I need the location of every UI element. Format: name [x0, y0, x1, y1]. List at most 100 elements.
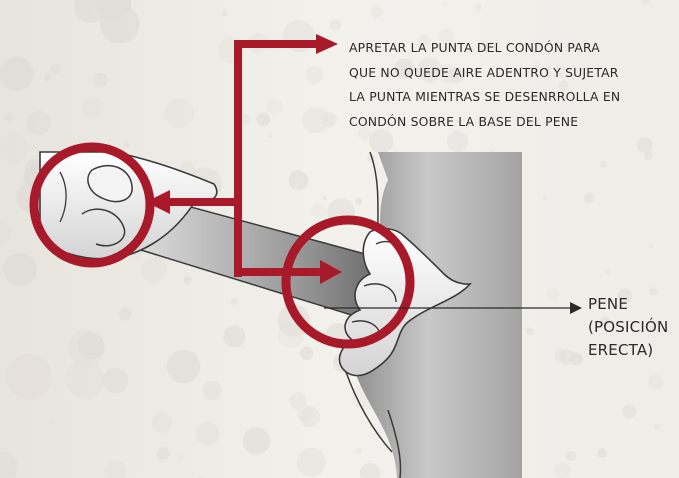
bubble — [197, 475, 203, 478]
bubble — [302, 107, 329, 134]
bubble — [0, 133, 29, 164]
bubble — [438, 29, 454, 45]
bubble — [546, 287, 560, 301]
bubble — [554, 348, 568, 362]
bubble — [0, 452, 18, 478]
bubble — [195, 421, 220, 446]
bubble — [299, 406, 321, 428]
bubble — [559, 349, 575, 365]
bubble — [277, 321, 305, 349]
instruction-line: LA PUNTA MIENTRAS SE DESENRROLLA EN — [349, 89, 621, 104]
bubble — [299, 346, 314, 361]
bubble — [77, 332, 105, 360]
highlight-circle-base — [281, 215, 415, 349]
bubble — [268, 133, 272, 138]
bubble — [322, 196, 327, 201]
pene-label-line: PENE — [588, 295, 629, 313]
bubble — [297, 404, 314, 422]
bubble — [648, 287, 658, 296]
bubble — [475, 3, 482, 11]
bubble — [95, 0, 132, 20]
bubble — [44, 73, 52, 82]
bubble — [558, 80, 569, 91]
bubble — [569, 352, 583, 366]
bubble — [50, 63, 61, 74]
hand-left — [39, 151, 218, 260]
bubble — [26, 110, 51, 135]
bubble — [100, 4, 140, 44]
bubble — [648, 374, 664, 390]
bubble — [151, 412, 173, 433]
bubble — [369, 129, 394, 154]
bubble — [448, 67, 465, 84]
bubble — [267, 98, 283, 115]
bubble — [288, 170, 309, 191]
bubble — [65, 359, 105, 399]
highlight-circle-tip — [29, 142, 155, 268]
bubble — [321, 112, 337, 128]
bubble — [525, 327, 534, 336]
instruction-line: CONDÓN SOBRE LA BASE DEL PENE — [349, 113, 579, 129]
bubble — [166, 349, 201, 384]
instruction-line: QUE NO QUEDE AIRE ADENTRO Y SUJETAR — [349, 64, 619, 80]
bubble — [140, 257, 167, 284]
bubble — [118, 308, 132, 321]
bubble — [597, 448, 607, 458]
bubble — [6, 353, 52, 400]
bubble — [584, 193, 594, 203]
bubble — [311, 203, 326, 218]
bubble — [81, 96, 104, 118]
pene-label-line: ERECTA) — [588, 341, 654, 359]
bubble — [604, 269, 610, 275]
bubble — [442, 1, 447, 6]
bubble — [622, 404, 637, 419]
bubble — [554, 462, 571, 478]
bubble — [305, 65, 324, 84]
bubble — [242, 427, 271, 455]
bubble — [370, 5, 383, 18]
bubble — [417, 44, 424, 51]
bubble — [329, 19, 342, 31]
bubble — [3, 252, 37, 287]
bubble — [74, 0, 108, 23]
bubble — [183, 275, 192, 285]
bubble — [359, 463, 381, 478]
bubble — [111, 14, 118, 22]
bubble — [48, 417, 57, 425]
bubble — [164, 98, 195, 128]
bubble — [417, 34, 431, 48]
bubble — [93, 72, 109, 88]
bubble — [157, 447, 170, 460]
bubble — [289, 392, 307, 410]
bubble — [124, 142, 129, 148]
bubble — [256, 112, 271, 127]
bubble — [565, 450, 576, 462]
bubble — [641, 0, 649, 5]
bubble — [599, 160, 607, 169]
bubble — [654, 423, 661, 431]
bubble — [0, 56, 34, 91]
bubble — [105, 460, 127, 478]
bubble — [230, 297, 238, 305]
bubble — [67, 329, 106, 367]
bubble — [447, 130, 469, 152]
bubble — [202, 380, 222, 401]
bubble — [600, 316, 610, 326]
bubble — [0, 221, 12, 245]
bubble — [296, 447, 326, 477]
bubble — [221, 10, 228, 17]
bubble — [102, 367, 129, 394]
bubble — [4, 112, 14, 122]
bubble — [643, 150, 654, 161]
bubble — [417, 57, 442, 83]
pene-label-line: (POSICIÓN — [588, 318, 669, 336]
pene-label: PENE (POSICIÓN ERECTA) — [588, 293, 668, 362]
bubble — [533, 61, 541, 69]
bubble — [223, 325, 246, 348]
pene-pointer — [324, 302, 582, 314]
bubble — [617, 288, 633, 304]
bubble — [355, 447, 362, 454]
bubble — [179, 455, 184, 460]
bubble — [437, 64, 457, 84]
